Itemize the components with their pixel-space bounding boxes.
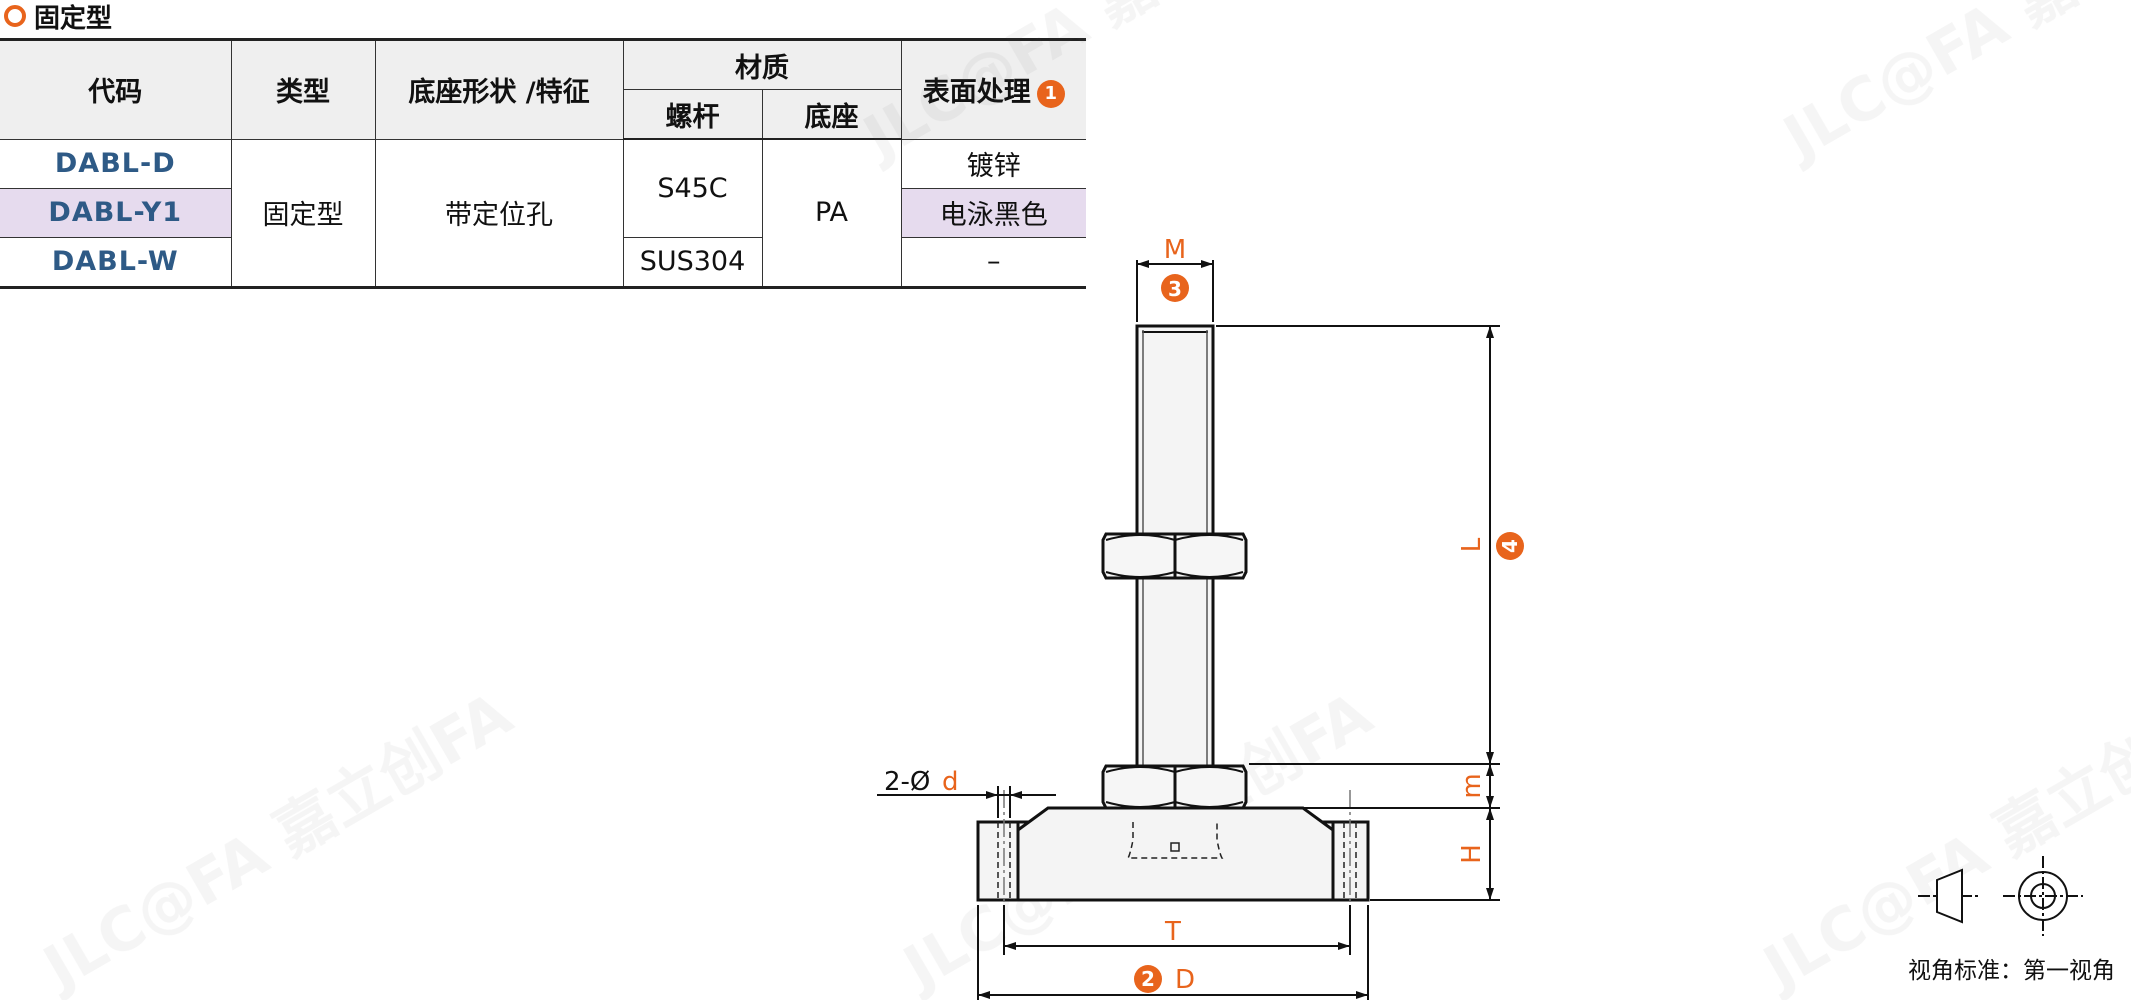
- base: [976, 806, 1370, 902]
- base-shape-cell: 带定位孔: [374, 138, 624, 288]
- row-surface: 镀锌: [900, 138, 1086, 189]
- first-angle-projection-icon: [1918, 856, 2083, 936]
- row-surface: 电泳黑色: [900, 187, 1086, 238]
- upper-nut: [1101, 532, 1248, 580]
- row-code: DABL-D: [0, 138, 232, 189]
- orange-ring-icon: [4, 5, 26, 27]
- note-badge-2: [1134, 965, 1162, 993]
- hole-var: d: [942, 767, 959, 797]
- svg-text:JLC@FA 嘉立创FA: JLC@FA 嘉立创FA: [1769, 0, 2131, 175]
- note-badge-4: [1496, 532, 1524, 560]
- note-4-text: 4: [1498, 539, 1522, 553]
- header-type: 类型: [230, 39, 376, 140]
- screw-material-cell: S45C: [622, 138, 763, 238]
- header-code: 代码: [0, 39, 232, 140]
- dimension-lines: [877, 260, 1500, 1000]
- header-screw: 螺杆: [623, 89, 763, 140]
- header-base-shape: 底座形状 /特征: [374, 39, 624, 140]
- type-cell: 固定型: [230, 138, 376, 288]
- hidden-lines: [997, 822, 1357, 900]
- note-2-text: 2: [1141, 967, 1155, 991]
- base-material-cell: PA: [761, 138, 902, 288]
- dim-M-label: M: [1164, 235, 1186, 265]
- hole-prefix: 2-Ø: [884, 767, 930, 797]
- note-badge-1: 1: [1036, 79, 1065, 108]
- row-code: DABL-W: [0, 236, 232, 288]
- row-code: DABL-Y1: [0, 187, 232, 238]
- dim-D-label: D: [1175, 965, 1195, 995]
- note-badge-3: [1161, 274, 1189, 302]
- section-title-text: 固定型: [34, 3, 113, 34]
- row-surface: –: [900, 236, 1086, 288]
- view-standard-label: 视角标准：第一视角: [1908, 958, 2115, 984]
- header-material: 材质: [622, 39, 902, 90]
- header-surface-text: 表面处理: [922, 77, 1031, 109]
- lower-nut: [1101, 764, 1248, 810]
- svg-text:JLC@FA 嘉立创FA: JLC@FA 嘉立创FA: [849, 0, 1344, 175]
- svg-text:JLC@FA 嘉立创FA: JLC@FA 嘉立创FA: [29, 679, 524, 1000]
- section-title: 固定型: [4, 0, 113, 34]
- insert-detail: [1170, 842, 1180, 852]
- dim-m-label: m: [1457, 773, 1487, 798]
- note-3-text: 3: [1168, 277, 1182, 301]
- dim-H-label: H: [1457, 844, 1487, 864]
- dim-L-label: L: [1457, 537, 1487, 552]
- arrowheads: [978, 260, 1494, 999]
- screw-material-cell-stainless: SUS304: [622, 236, 763, 288]
- dim-T-label: T: [1164, 917, 1181, 947]
- header-base: 底座: [761, 89, 901, 140]
